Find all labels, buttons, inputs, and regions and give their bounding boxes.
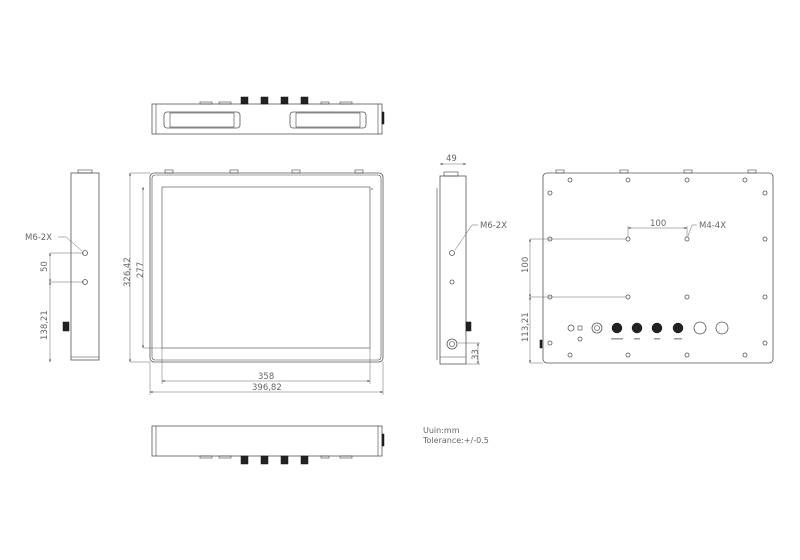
dim-inner-height: 277: [136, 262, 146, 278]
dim-inner-width: 358: [258, 372, 274, 382]
dim-vesa-vertical: 100: [521, 257, 531, 273]
dim-back-bottom-offset: 113,21: [521, 312, 531, 342]
back-view: 100 M4-4X 100 113,21: [521, 169, 774, 364]
back-thread-label: M4-4X: [699, 221, 726, 231]
left-side-view: M6-2X 50 138,21: [25, 169, 100, 362]
top-view: [151, 96, 385, 135]
connector-panel: [567, 321, 729, 342]
front-view: 326,42 277 358 396,82: [123, 169, 384, 395]
dim-hole-spacing: 50: [40, 261, 50, 272]
bottom-view: [151, 425, 385, 465]
dim-vesa-horizontal: 100: [650, 219, 666, 229]
left-thread-label: M6-2X: [25, 233, 52, 243]
dim-connector-offset: 33: [471, 349, 481, 360]
unit-note: Uuin:mm: [423, 426, 460, 435]
right-side-view: 49 M6-2X 33: [436, 154, 507, 365]
handle-right: [289, 111, 367, 129]
tolerance-note: Tolerance:+/-0.5: [422, 436, 489, 445]
right-thread-label: M6-2X: [480, 221, 507, 231]
display-area: [161, 186, 371, 349]
dim-left-bottom-offset: 138,21: [40, 310, 50, 340]
dim-outer-height: 326,42: [123, 257, 133, 287]
dim-outer-width: 396,82: [252, 383, 282, 393]
dim-depth: 49: [446, 154, 457, 164]
handle-left: [163, 111, 241, 129]
